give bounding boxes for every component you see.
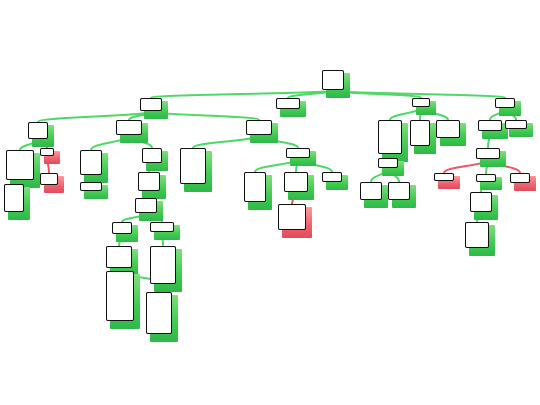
node-box <box>465 222 489 248</box>
node-a2ye[interactable] <box>112 222 138 242</box>
node-box <box>470 192 492 212</box>
node-a2yj[interactable] <box>146 292 178 342</box>
node-box <box>246 120 272 135</box>
node-d1e[interactable] <box>470 192 498 220</box>
node-d[interactable] <box>495 98 521 116</box>
node-box <box>28 122 48 139</box>
node-d2[interactable] <box>505 120 533 137</box>
node-box <box>140 98 162 111</box>
node-d1b[interactable] <box>434 173 460 189</box>
node-b[interactable] <box>276 98 306 117</box>
node-c1a[interactable] <box>378 158 404 176</box>
node-box <box>146 292 172 334</box>
node-box <box>150 222 174 232</box>
node-root[interactable] <box>322 70 350 98</box>
node-a1x[interactable] <box>6 150 40 188</box>
node-box <box>138 172 160 191</box>
node-box <box>6 150 34 180</box>
node-c[interactable] <box>412 98 436 115</box>
node-box <box>388 182 410 200</box>
node-a2y[interactable] <box>142 148 168 171</box>
node-box <box>510 173 530 183</box>
node-a2[interactable] <box>116 120 148 143</box>
node-a1xc[interactable] <box>4 184 30 220</box>
node-c2[interactable] <box>410 120 436 154</box>
node-box <box>378 120 402 154</box>
node-box <box>142 148 162 163</box>
node-box <box>436 120 460 138</box>
node-a3y3[interactable] <box>322 172 348 190</box>
node-d1c[interactable] <box>476 174 502 190</box>
node-d1[interactable] <box>478 120 508 139</box>
node-box <box>40 148 54 156</box>
node-a2yh[interactable] <box>150 246 182 292</box>
node-box <box>278 204 306 230</box>
node-box <box>4 184 24 212</box>
node-d1d[interactable] <box>510 173 536 191</box>
node-box <box>150 246 176 284</box>
node-box <box>476 148 500 159</box>
node-d1a[interactable] <box>476 148 506 167</box>
node-a2yf[interactable] <box>150 222 180 240</box>
node-box <box>434 173 454 181</box>
node-a2yc[interactable] <box>138 172 166 199</box>
node-box <box>112 222 132 234</box>
node-a2xc[interactable] <box>80 182 108 199</box>
node-a2yd[interactable] <box>135 198 163 221</box>
node-c1b[interactable] <box>360 182 388 208</box>
node-box <box>40 173 58 185</box>
node-a1[interactable] <box>28 122 54 147</box>
node-box <box>360 182 382 200</box>
node-d1f[interactable] <box>465 222 495 256</box>
node-a3y1[interactable] <box>244 172 272 210</box>
node-box <box>180 148 206 184</box>
node-box <box>116 120 142 135</box>
node-box <box>505 120 527 129</box>
node-a2x[interactable] <box>80 150 108 183</box>
node-box <box>80 150 102 175</box>
node-box <box>478 120 502 131</box>
node-a2yi[interactable] <box>106 271 140 329</box>
node-box <box>244 172 266 202</box>
node-box <box>135 198 157 213</box>
node-box <box>378 158 398 168</box>
node-box <box>495 98 515 108</box>
node-a3y2[interactable] <box>284 172 314 200</box>
node-box <box>106 246 132 268</box>
node-a3y[interactable] <box>286 148 316 166</box>
node-a[interactable] <box>140 98 168 119</box>
node-c1c[interactable] <box>388 182 416 208</box>
node-a3y2c[interactable] <box>278 204 312 238</box>
node-c3[interactable] <box>436 120 466 146</box>
node-box <box>80 182 102 191</box>
node-a3[interactable] <box>246 120 278 143</box>
edge-root-a <box>150 89 334 99</box>
node-c1[interactable] <box>378 120 408 162</box>
node-box <box>322 172 342 182</box>
node-box <box>412 98 430 107</box>
node-box <box>276 98 300 109</box>
node-a1y[interactable] <box>40 148 60 164</box>
node-box <box>284 172 308 192</box>
node-a2yg[interactable] <box>106 246 138 276</box>
node-a3x[interactable] <box>180 148 212 192</box>
node-a1yc[interactable] <box>40 173 64 193</box>
node-box <box>286 148 310 158</box>
node-box <box>322 70 344 90</box>
node-box <box>476 174 496 182</box>
node-box <box>410 120 430 146</box>
node-box <box>106 271 134 321</box>
